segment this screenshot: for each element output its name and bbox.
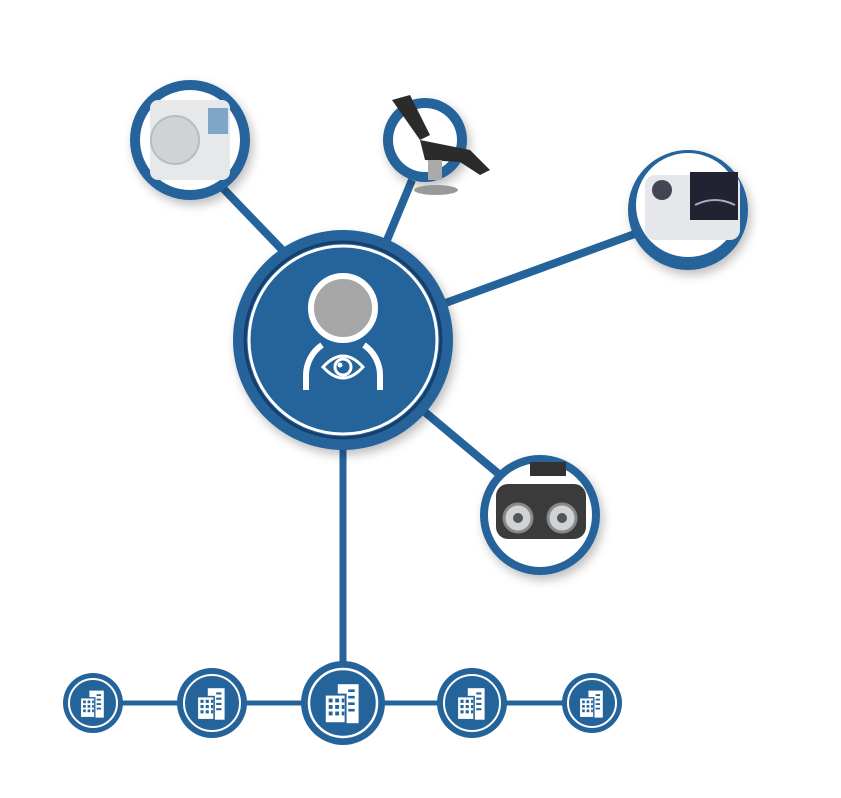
connector-phoropter (417, 404, 503, 479)
oct-scanner-icon (645, 172, 740, 240)
center-hub (233, 230, 453, 450)
building-row (63, 661, 622, 745)
building-node (437, 668, 507, 738)
connector-oct (438, 228, 642, 309)
building-node (177, 668, 247, 738)
exam-chair-icon (392, 95, 490, 195)
exam-chair-node (383, 95, 490, 195)
oct-scanner-node (628, 150, 748, 270)
building-node (63, 673, 123, 733)
connector-perimeter (212, 177, 293, 261)
connector-chair (381, 178, 416, 247)
building-node (562, 673, 622, 733)
phoropter-node (480, 455, 600, 575)
perimeter-device-node (130, 80, 250, 200)
person-eye-icon (303, 273, 383, 390)
perimeter-device-icon (150, 100, 230, 180)
phoropter-icon (496, 462, 586, 539)
building-node (301, 661, 385, 745)
